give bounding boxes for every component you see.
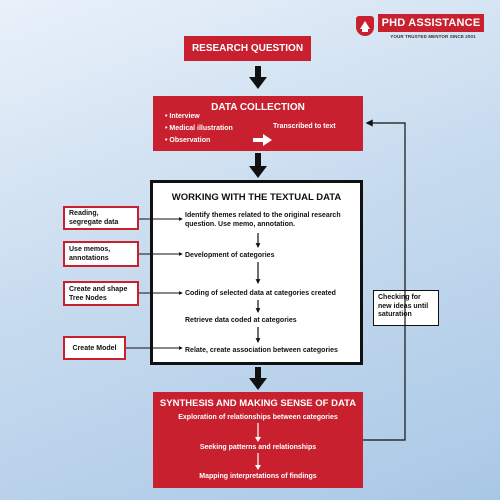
working-step: Retrieve data coded at categories — [185, 317, 297, 324]
transcribed-label: Transcribed to text — [273, 123, 336, 130]
working-box: WORKING WITH THE TEXTUAL DATA Identify t… — [150, 180, 363, 365]
data-collection-box: DATA COLLECTION • Interview • Medical il… — [153, 96, 363, 151]
synthesis-step: Mapping interpretations of findings — [199, 473, 317, 480]
arrow-collection-to-working — [249, 153, 267, 178]
side-box-label: Use memos, annotations — [69, 246, 111, 262]
working-step: Coding of selected data at categories cr… — [185, 290, 336, 297]
synthesis-title: SYNTHESIS AND MAKING SENSE OF DATA — [159, 398, 357, 409]
research-question-box: RESEARCH QUESTION — [184, 36, 311, 61]
arrow-working-to-synthesis — [249, 367, 267, 390]
research-question-label: RESEARCH QUESTION — [191, 43, 304, 54]
logo: PHD ASSISTANCE YOUR TRUSTED MENTOR SINCE… — [356, 14, 486, 44]
working-step: Relate, create association between categ… — [185, 347, 338, 354]
side-box-memos: Use memos, annotations — [63, 241, 139, 267]
feedback-loop-line — [363, 119, 406, 441]
side-box-tree-nodes: Create and shape Tree Nodes — [63, 281, 139, 306]
logo-emblem-icon — [356, 16, 374, 36]
data-collection-item: • Observation — [165, 137, 211, 144]
working-title: WORKING WITH THE TEXTUAL DATA — [171, 192, 342, 203]
arrow-synthesis-2-3 — [255, 453, 261, 470]
synthesis-step: Seeking patterns and relationships — [199, 444, 317, 451]
logo-tagline: YOUR TRUSTED MENTOR SINCE 2001 — [390, 34, 476, 39]
arrow-research-to-collection — [249, 66, 267, 89]
transcribed-arrow-icon — [253, 134, 272, 146]
side-box-label: Reading, segregate data — [69, 210, 119, 226]
side-box-label: Create Model — [72, 344, 117, 352]
working-step: Identify themes related to the original … — [185, 212, 341, 228]
feedback-box: Checking for new ideas until saturation — [373, 290, 439, 326]
data-collection-item: • Medical illustration — [165, 125, 233, 132]
logo-brand: PHD ASSISTANCE — [381, 17, 481, 29]
data-collection-title: DATA COLLECTION — [211, 102, 305, 113]
feedback-label: Checking for new ideas until saturation — [378, 294, 429, 318]
arrow-synthesis-1-2 — [255, 423, 261, 442]
data-collection-item: • Interview — [165, 113, 200, 120]
side-box-create-model: Create Model — [63, 336, 126, 360]
side-box-reading: Reading, segregate data — [63, 206, 139, 230]
synthesis-step: Exploration of relationships between cat… — [178, 414, 338, 421]
side-box-label: Create and shape Tree Nodes — [69, 285, 128, 302]
working-step: Development of categories — [185, 252, 275, 259]
